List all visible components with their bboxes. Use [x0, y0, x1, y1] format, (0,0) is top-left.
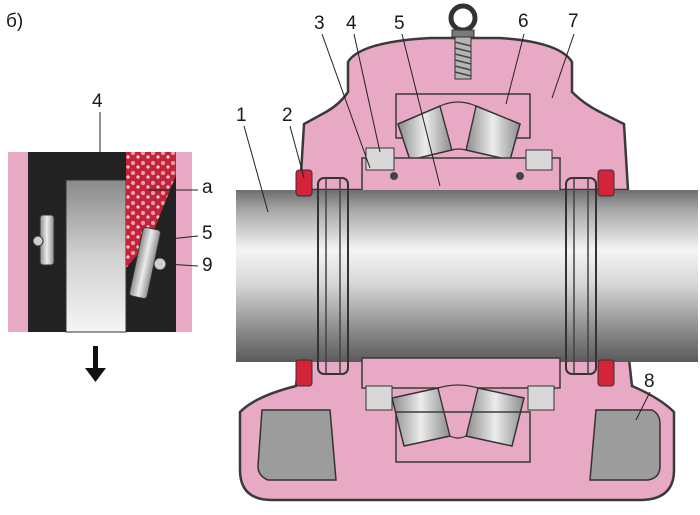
down-arrow-icon	[85, 346, 106, 382]
part-1-shaft	[236, 190, 698, 362]
part-9-pin	[153, 257, 167, 271]
leader-9	[165, 263, 199, 267]
part-a-fill	[126, 152, 176, 268]
part-4-slide	[65, 179, 127, 333]
left-detail-view	[8, 112, 199, 382]
label-part-3: 3	[314, 13, 325, 34]
upper-right-ring	[525, 149, 553, 171]
label-part-5-left: 5	[202, 223, 213, 244]
right-collar	[565, 177, 597, 375]
leader-lines	[243, 33, 651, 421]
label-part-8: 8	[644, 371, 655, 392]
label-part-4: 4	[346, 13, 357, 34]
lower-cover	[395, 411, 531, 463]
base-recess-right	[589, 409, 661, 481]
leader-5-left	[159, 235, 199, 241]
label-part-1: 1	[236, 105, 247, 126]
eye-bolt	[448, 3, 478, 80]
lower-left-ring	[365, 385, 393, 411]
figure-label: б)	[6, 11, 24, 32]
main-bearing-assembly	[236, 3, 698, 502]
seal-bottom-left	[295, 359, 313, 387]
upper-bearing-rollers	[397, 101, 521, 161]
seal-top-right	[597, 169, 615, 197]
lower-right-ring	[527, 385, 555, 411]
seal-bottom-right	[597, 359, 615, 387]
label-part-5: 5	[394, 13, 405, 34]
label-part-2: 2	[282, 105, 293, 126]
part-2-seal-top-left	[295, 169, 313, 197]
lower-bearing-rollers	[391, 384, 525, 447]
label-part-6: 6	[518, 11, 529, 32]
label-part-a: а	[202, 177, 213, 198]
base-recess-left	[257, 409, 337, 481]
label-part-7: 7	[568, 11, 579, 32]
part-4-ring	[365, 147, 395, 171]
left-collar	[317, 177, 349, 375]
left-pin	[32, 235, 44, 247]
label-part-4-left: 4	[92, 91, 103, 112]
lower-sleeve	[361, 357, 561, 389]
label-part-9: 9	[202, 255, 213, 276]
